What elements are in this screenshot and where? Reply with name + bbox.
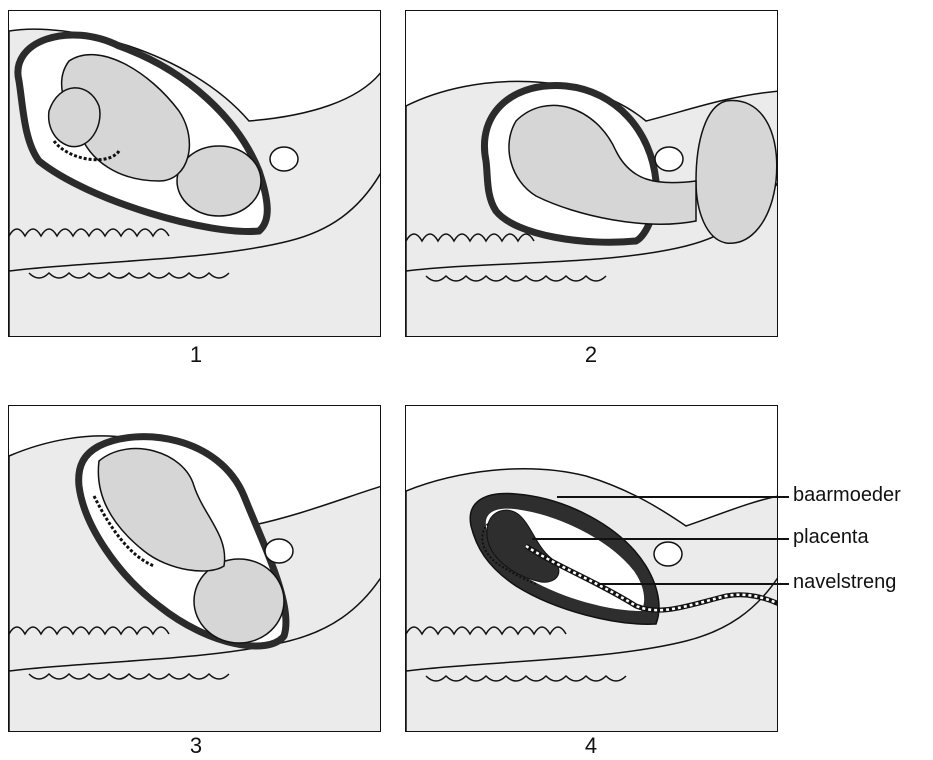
- panel-3-number: 3: [176, 733, 216, 759]
- diagram-panel-1: [8, 10, 381, 337]
- panel-2-illustration: [406, 11, 778, 337]
- diagram-panel-3: [8, 405, 381, 732]
- panel-3-illustration: [9, 406, 381, 732]
- leader-line-uterus: [557, 496, 789, 498]
- panel-4-illustration: [406, 406, 778, 732]
- label-umbilical-cord: navelstreng: [793, 571, 896, 594]
- panel-1-illustration: [9, 11, 381, 337]
- leader-line-placenta: [532, 538, 789, 540]
- panel-4-number: 4: [571, 733, 611, 759]
- panel-2-number: 2: [571, 342, 611, 368]
- leader-line-umbilical-cord: [598, 583, 789, 585]
- label-placenta: placenta: [793, 526, 869, 549]
- diagram-panel-4: [405, 405, 778, 732]
- panel-1-number: 1: [176, 342, 216, 368]
- label-uterus: baarmoeder: [793, 484, 901, 507]
- diagram-panel-2: [405, 10, 778, 337]
